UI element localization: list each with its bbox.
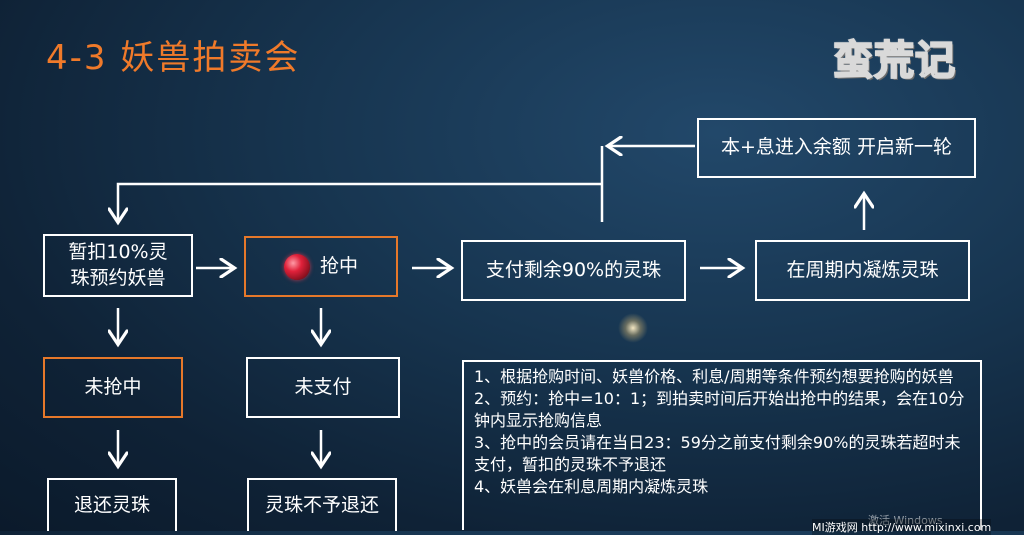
node-new-round: 本+息进入余额 开启新一轮 (697, 118, 976, 178)
site-watermark: MI游戏网 http://www.mixinxi.com (812, 519, 992, 535)
logo: 蛮荒记 (832, 37, 956, 85)
node-reserve: 暂扣10%灵 珠预约妖兽 (43, 234, 193, 297)
rules-notes: 1、根据抢购时间、妖兽价格、利息/周期等条件预约想要抢购的妖兽 2、预约：抢中=… (462, 360, 982, 530)
sparkle-decoration (618, 313, 648, 343)
node-refine: 在周期内凝炼灵珠 (755, 240, 970, 301)
node-grab: 抢中 (244, 236, 398, 297)
note-item: 4、妖兽会在利息周期内凝炼灵珠 (474, 477, 709, 496)
windows-activation-watermark: 激活 Windows (868, 514, 943, 527)
node-not-grabbed: 未抢中 (43, 357, 183, 418)
note-item: 3、抢中的会员请在当日23：59分之前支付剩余90%的灵珠若超时未支付，暂扣的灵… (474, 433, 961, 474)
node-refund-label: 退还灵珠 (73, 493, 150, 516)
page-title: 4-3 妖兽拍卖会 (46, 38, 301, 78)
node-new-round-label: 本+息进入余额 开启新一轮 (721, 136, 952, 159)
node-refund: 退还灵珠 (47, 478, 177, 531)
arrow-loop-top (118, 182, 602, 220)
node-unpaid: 未支付 (246, 357, 400, 418)
node-unpaid-label: 未支付 (294, 375, 352, 398)
node-no-refund-label: 灵珠不予退还 (264, 493, 379, 516)
node-no-refund: 灵珠不予退还 (247, 478, 397, 531)
red-gem-icon (283, 253, 310, 280)
note-item: 2、预约：抢中=10：1；到拍卖时间后开始出抢中的结果，会在10分钟内显示抢购信… (474, 389, 965, 430)
node-reserve-label: 暂扣10%灵 珠预约妖兽 (68, 240, 168, 289)
node-refine-label: 在周期内凝炼灵珠 (786, 258, 939, 281)
node-pay: 支付剩余90%的灵珠 (461, 240, 686, 301)
node-pay-label: 支付剩余90%的灵珠 (485, 258, 662, 281)
note-item: 1、根据抢购时间、妖兽价格、利息/周期等条件预约想要抢购的妖兽 (474, 367, 954, 386)
node-not-grabbed-label: 未抢中 (84, 375, 142, 398)
node-grab-label: 抢中 (319, 254, 358, 277)
